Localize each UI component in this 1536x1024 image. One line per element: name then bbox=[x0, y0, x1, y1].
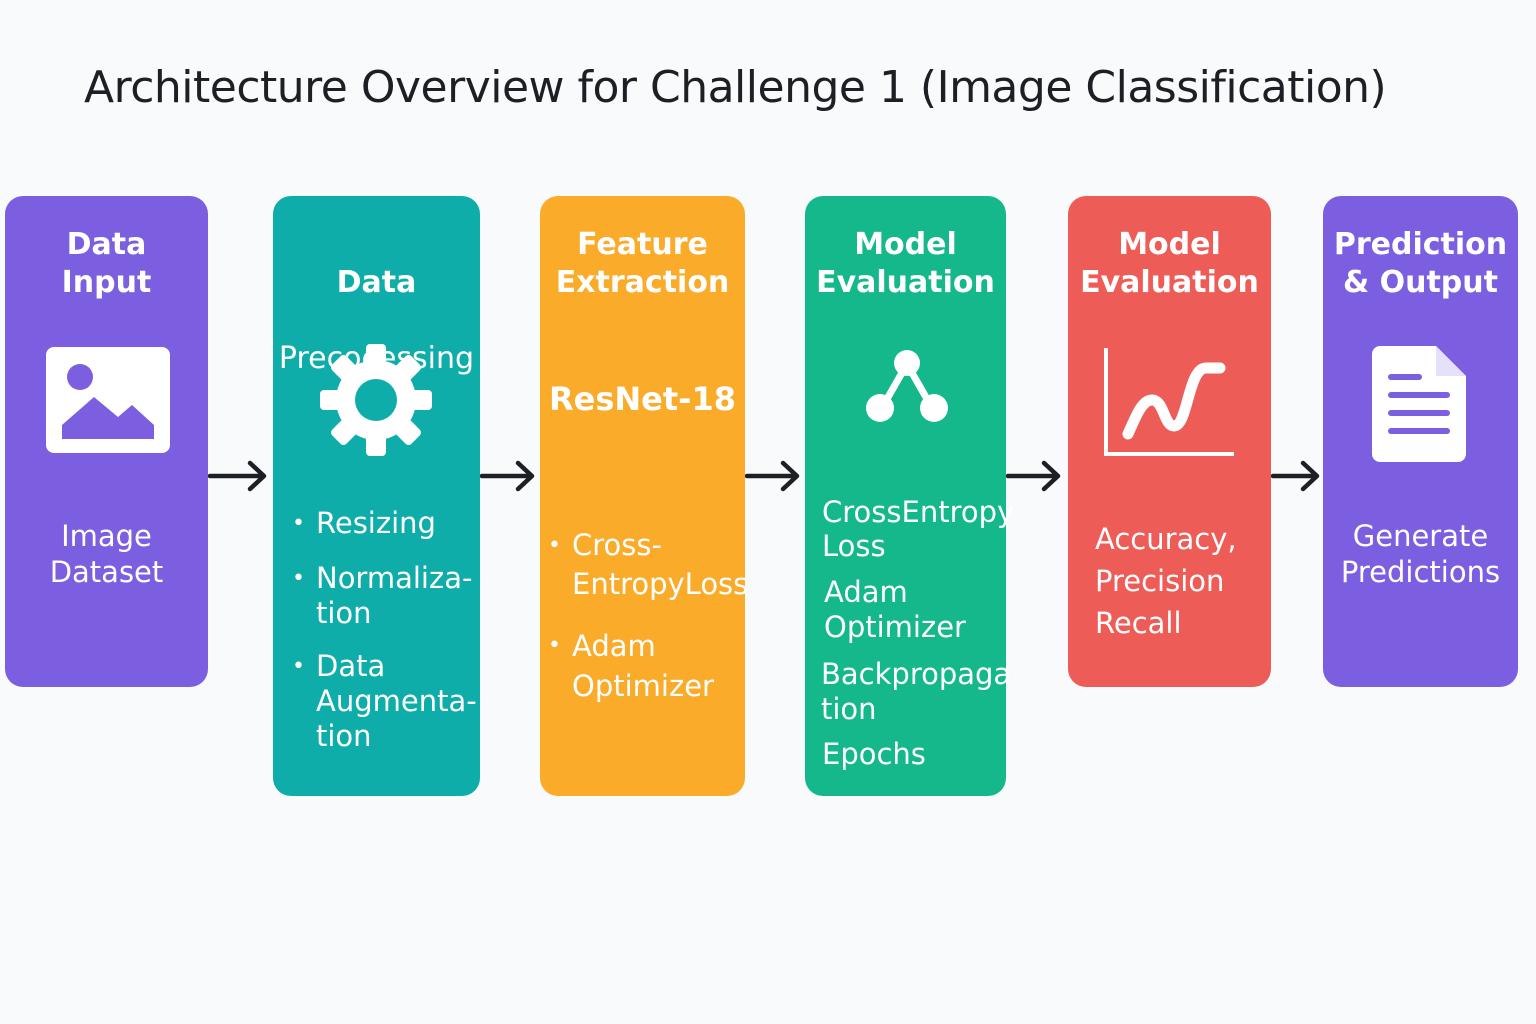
list-item: Cross- EntropyLoss bbox=[546, 526, 748, 604]
stage-heading: Model Evaluation bbox=[816, 227, 995, 300]
metrics-list: Accuracy, Precision Recall bbox=[1095, 522, 1237, 640]
stage-heading: Feature Extraction bbox=[555, 227, 730, 300]
stage-heading: Prediction & Output bbox=[1333, 227, 1508, 300]
stage-heading-title: Data bbox=[336, 265, 417, 300]
line-chart-icon bbox=[1102, 346, 1236, 462]
stage-caption: Generate Predictions bbox=[1340, 519, 1501, 589]
stage-caption: Image Dataset bbox=[49, 519, 164, 589]
stage-data-input: Data Input Image Dataset bbox=[5, 196, 208, 687]
training-item: Adam Optimizer bbox=[824, 575, 966, 644]
list-item: Data Augmenta- tion bbox=[290, 649, 477, 754]
preprocessing-steps: Resizing Normaliza- tion Data Augmenta- … bbox=[290, 506, 477, 754]
arrow-icon bbox=[744, 458, 803, 498]
training-item: Backpropaga tion bbox=[821, 657, 1012, 726]
stage-heading: Model Evaluation bbox=[1080, 227, 1259, 300]
stage-prediction-output: Prediction & Output Generate Predictions bbox=[1323, 196, 1518, 687]
stage-model-training: Model Evaluation CrossEntropy Loss Adam … bbox=[805, 196, 1014, 796]
stage-model-evaluation: Model Evaluation Accuracy, Precision Rec… bbox=[1068, 196, 1271, 687]
stage-feature-extraction: Feature Extraction ResNet-18 Cross- Entr… bbox=[540, 196, 748, 796]
stage-data-preprocessing: Data Precocessing Resizing Normaliza- ti… bbox=[273, 196, 480, 796]
arrow-icon bbox=[207, 458, 270, 498]
gear-icon bbox=[318, 342, 434, 462]
list-item: Normaliza- tion bbox=[290, 561, 477, 631]
training-item: Epochs bbox=[822, 737, 926, 771]
list-item: Adam Optimizer bbox=[546, 626, 748, 706]
arrow-icon bbox=[479, 458, 538, 498]
list-item: Resizing bbox=[290, 506, 477, 541]
document-icon bbox=[1370, 344, 1468, 468]
training-settings: Cross- EntropyLoss Adam Optimizer bbox=[546, 526, 748, 706]
stage-heading: Data Input bbox=[61, 227, 152, 300]
model-name: ResNet-18 bbox=[549, 380, 736, 418]
arrow-icon bbox=[1005, 458, 1064, 498]
image-icon bbox=[46, 347, 170, 457]
page-title: Architecture Overview for Challenge 1 (I… bbox=[84, 62, 1387, 113]
training-item: CrossEntropy Loss bbox=[822, 495, 1015, 563]
network-icon bbox=[861, 346, 953, 430]
arrow-icon bbox=[1270, 458, 1323, 498]
